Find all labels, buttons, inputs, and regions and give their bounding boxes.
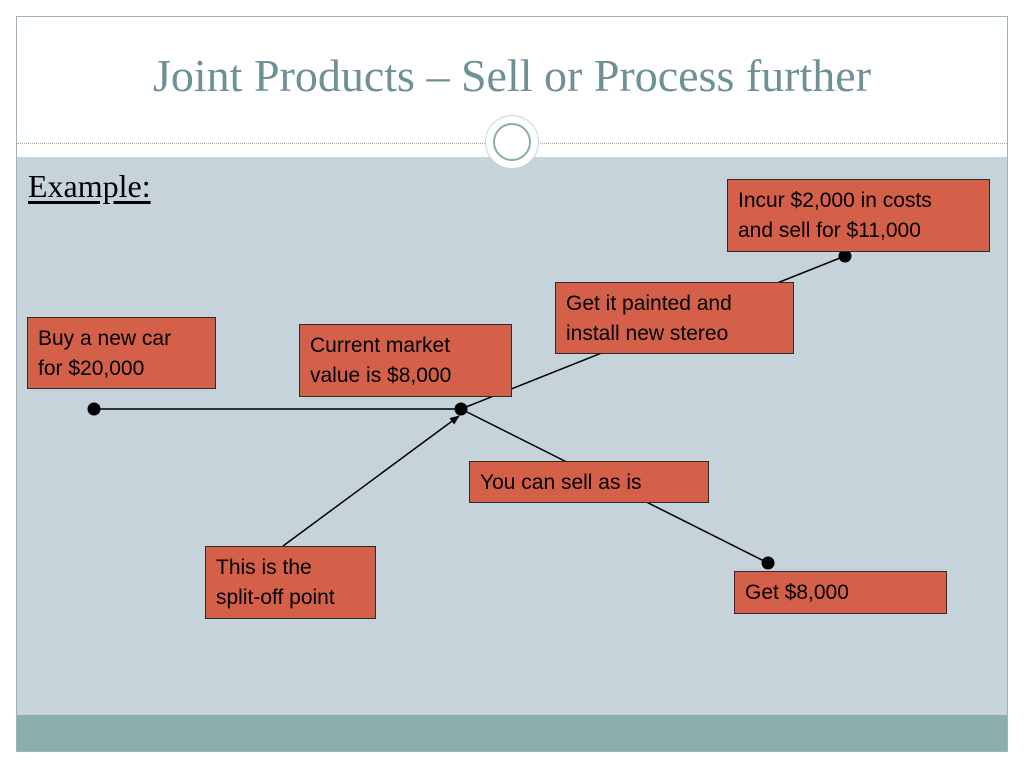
example-heading: Example: [28, 168, 151, 204]
footer-band [17, 715, 1007, 751]
start-dot [87, 402, 101, 416]
sell-as-is-box: You can sell as is [469, 461, 709, 503]
buy-car-box: Buy a new car for $20,000 [27, 317, 216, 389]
split-off-dot [454, 402, 468, 416]
slide-title: Joint Products – Sell or Process further [152, 50, 872, 101]
circle-ornament-icon [485, 115, 539, 169]
ring-icon [493, 123, 531, 161]
market-value-box: Current market value is $8,000 [299, 324, 512, 397]
incur-costs-box: Incur $2,000 in costs and sell for $11,0… [727, 179, 990, 252]
sell-end-dot [761, 556, 775, 570]
process-end-dot [838, 249, 852, 263]
split-off-arrow [282, 415, 460, 547]
split-off-point-box: This is the split-off point [205, 546, 376, 619]
get-amount-box: Get $8,000 [734, 571, 947, 614]
process-further-box: Get it painted and install new stereo [555, 282, 794, 354]
